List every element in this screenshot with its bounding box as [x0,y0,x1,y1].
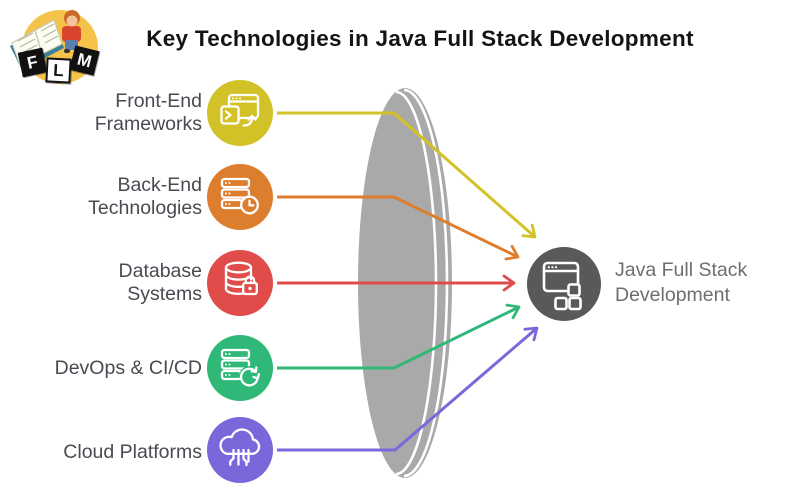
item-label-database: Database Systems [118,260,202,305]
item-label-back-end: Back-End Technologies [88,174,202,219]
page-title: Key Technologies in Java Full Stack Deve… [146,26,694,51]
item-label-cloud: Cloud Platforms [63,441,202,463]
connector-cloud [277,326,539,452]
cloud-circuit-icon [207,417,273,483]
flm-logo: F L M [4,2,108,96]
database-lock-icon [207,250,273,316]
server-clock-icon [207,164,273,230]
item-label-devops: DevOps & CI/CD [54,357,202,379]
browser-terminal-icon [207,80,273,146]
connector-front-end [277,111,537,239]
browser-modules-icon [527,247,601,321]
server-sync-icon [207,335,273,401]
target-label: Java Full Stack Development [615,259,748,306]
connector-devops [277,303,521,370]
connector-back-end [277,195,520,261]
item-label-front-end: Front-End Frameworks [94,90,202,135]
